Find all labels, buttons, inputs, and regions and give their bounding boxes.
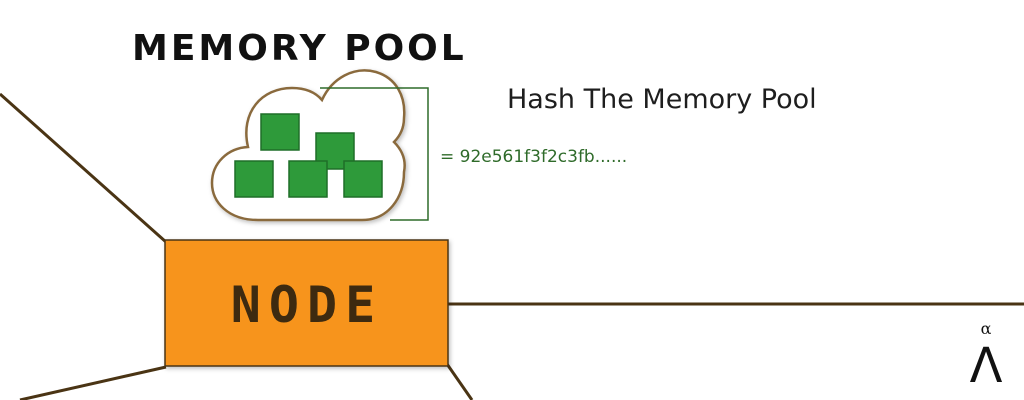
connection-line-top-left [0,92,167,244]
node-box [164,239,449,367]
lambda-logo-icon: α Λ [970,319,1003,394]
connection-line-bottom-right [445,363,474,400]
transaction-block-icon [288,160,328,198]
logo-superscript: α [981,319,992,338]
diagram-title: MEMORY POOL [132,28,467,69]
connection-lines [0,92,1024,400]
hash-heading: Hash The Memory Pool [507,84,817,115]
transaction-block-icon [260,113,300,151]
transaction-blocks [234,113,383,198]
connection-line-bottom-left [19,365,167,400]
hash-bracket [320,87,429,221]
transaction-block-icon [343,160,383,198]
logo-glyph: Λ [970,338,1003,394]
transaction-block-icon [234,160,274,198]
hash-value: = 92e561f3f2c3fb...... [440,147,627,167]
node-label: NODE [231,276,383,334]
node-rectangle [164,239,449,367]
